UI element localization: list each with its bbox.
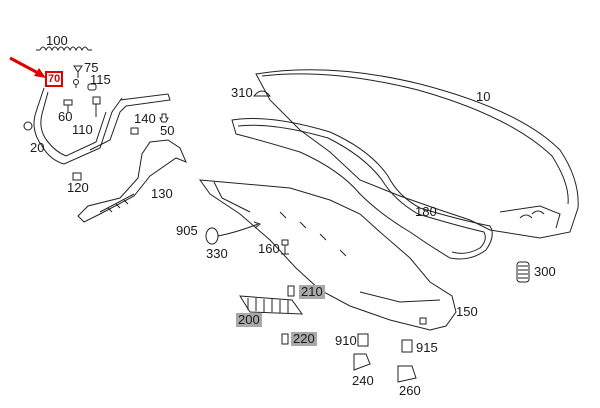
label-120[interactable]: 120 <box>67 180 89 195</box>
label-240[interactable]: 240 <box>352 373 374 388</box>
part-plug-330[interactable] <box>206 222 260 244</box>
label-60[interactable]: 60 <box>58 109 73 124</box>
label-20[interactable]: 20 <box>30 140 45 155</box>
label-260[interactable]: 260 <box>399 383 421 398</box>
part-bushing-115[interactable] <box>88 84 96 90</box>
label-130[interactable]: 130 <box>151 186 173 201</box>
label-140[interactable]: 140 <box>134 111 156 126</box>
part-spring-100[interactable] <box>36 47 92 50</box>
part-bumper-50[interactable] <box>160 114 168 122</box>
label-50[interactable]: 50 <box>160 123 175 138</box>
label-160[interactable]: 160 <box>258 241 280 256</box>
part-screw-160[interactable] <box>281 240 289 254</box>
part-bolt-70[interactable] <box>74 80 79 89</box>
part-retainer-200[interactable] <box>240 296 302 314</box>
part-clip-75[interactable] <box>74 66 82 78</box>
highlight-arrow <box>10 58 46 78</box>
label-115[interactable]: 115 <box>90 72 111 87</box>
label-330[interactable]: 330 <box>206 246 228 261</box>
label-180[interactable]: 180 <box>415 204 437 219</box>
part-bolt-110[interactable] <box>93 97 100 117</box>
part-seal-180[interactable] <box>232 119 492 260</box>
part-clip-220[interactable] <box>282 334 288 344</box>
part-buffer-310[interactable] <box>254 91 270 96</box>
label-110[interactable]: 110 <box>72 122 93 137</box>
label-915[interactable]: 915 <box>416 340 438 355</box>
label-150[interactable]: 150 <box>456 304 478 319</box>
label-905[interactable]: 905 <box>176 223 198 238</box>
part-bolt-140[interactable] <box>131 128 138 134</box>
label-75[interactable]: 75 <box>84 60 99 75</box>
part-hinge-20[interactable] <box>24 88 122 164</box>
label-310[interactable]: 310 <box>231 85 253 100</box>
part-bolt-60[interactable] <box>64 100 72 112</box>
part-latch-260[interactable] <box>398 340 416 382</box>
part-nut-120[interactable] <box>73 173 81 180</box>
part-trim-panel-150[interactable] <box>200 180 456 330</box>
part-trunk-lid-10[interactable] <box>256 70 578 238</box>
label-210[interactable]: 210 <box>299 284 325 299</box>
label-200[interactable]: 200 <box>236 312 262 327</box>
part-latch-240[interactable] <box>354 334 370 370</box>
part-bracket-130[interactable] <box>78 94 186 222</box>
label-300[interactable]: 300 <box>534 264 556 279</box>
label-910[interactable]: 910 <box>335 333 357 348</box>
part-clip-210[interactable] <box>288 286 294 296</box>
label-70-highlighted[interactable]: 70 <box>45 71 64 87</box>
label-100[interactable]: 100 <box>46 33 68 48</box>
label-10[interactable]: 10 <box>476 89 491 104</box>
part-spring-300[interactable] <box>517 262 529 282</box>
label-220[interactable]: 220 <box>291 331 317 346</box>
